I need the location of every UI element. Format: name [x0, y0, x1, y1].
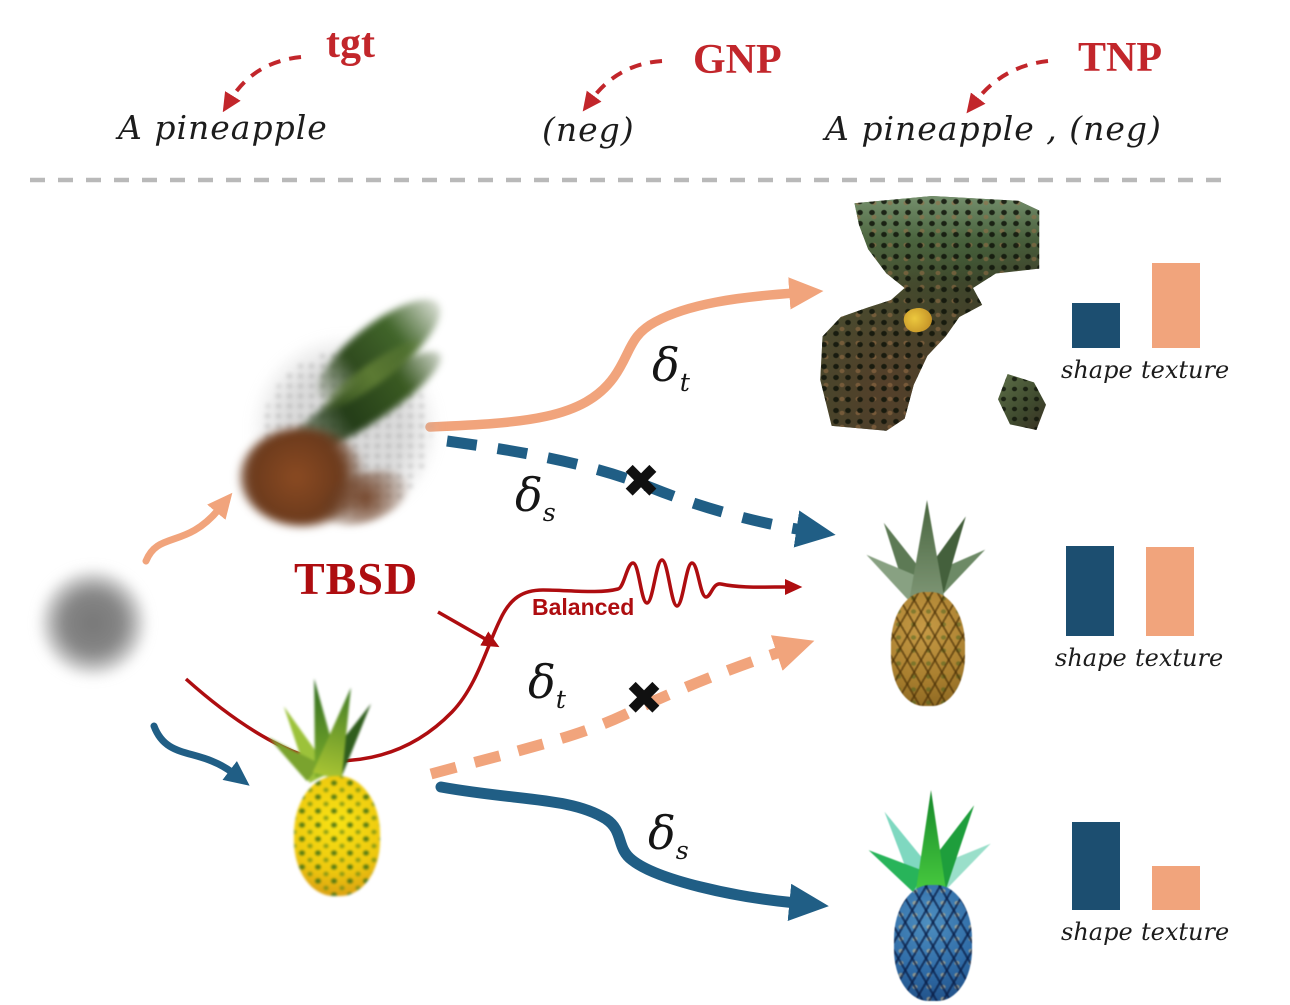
- texture-shard: [998, 374, 1046, 430]
- delta-symbol: δ: [648, 806, 676, 860]
- score-bar-labels: shape texture: [1061, 918, 1232, 946]
- pineapple-leaf: [910, 500, 944, 596]
- blocked-cross-icon: ✖: [621, 454, 661, 508]
- shape-label: shape: [1061, 356, 1133, 384]
- delta-subscript: s: [542, 498, 556, 528]
- shape-score-bar: [1066, 546, 1114, 636]
- pineapple-body: [894, 885, 972, 1001]
- tbsd-pointer-arrow: [437, 610, 500, 648]
- shape-delta-arrow-bottom: [435, 781, 829, 921]
- texture-label: texture: [1135, 644, 1224, 672]
- tgt-label: tgt: [326, 21, 375, 67]
- shape-branch-yellow-pineapple: [278, 678, 396, 900]
- balanced-label: Balanced: [532, 594, 635, 620]
- texture-score-bar: [1146, 547, 1194, 636]
- score-panel-shape-dominant: shape texture: [1061, 818, 1232, 946]
- gnp-label: GNP: [693, 37, 782, 83]
- noise-to-shape-branch-arrow: [150, 722, 250, 786]
- shape-delta-arrow-top-blocked: [446, 435, 836, 548]
- pineapple-body: [891, 592, 965, 706]
- delta-t-bottom-label: δt: [528, 655, 566, 714]
- texture-delta-arrow-top: [425, 277, 824, 432]
- gaussian-noise-blob: [40, 570, 146, 676]
- texture-label: texture: [1141, 356, 1230, 384]
- tgt-pointer-arrow: [222, 55, 302, 113]
- tnp-prompt-text: A pineapple , (neg): [825, 109, 1162, 148]
- noise-to-texture-branch-arrow: [142, 492, 233, 565]
- score-bars: [1072, 818, 1232, 910]
- gnp-pointer-arrow: [582, 59, 663, 112]
- delta-subscript: t: [555, 685, 566, 715]
- shape-label: shape: [1055, 644, 1127, 672]
- pineapple-leaf: [916, 790, 946, 890]
- shape-label: shape: [1061, 918, 1133, 946]
- score-bars: [1072, 256, 1232, 348]
- score-panel-balanced: shape texture: [1055, 544, 1226, 672]
- texture-only-result-image: [818, 196, 1046, 438]
- shape-score-bar: [1072, 822, 1120, 910]
- tnp-pointer-arrow: [966, 59, 1049, 114]
- delta-s-top-label: δs: [515, 468, 556, 527]
- blocked-cross-icon: ✖: [624, 671, 664, 725]
- score-bar-labels: shape texture: [1055, 644, 1226, 672]
- texture-score-bar: [1152, 263, 1200, 348]
- delta-t-top-label: δt: [652, 338, 690, 397]
- score-bars: [1066, 544, 1226, 636]
- balanced-result-pineapple: [878, 500, 978, 712]
- gnp-prompt-text: (neg): [542, 110, 635, 149]
- shape-score-bar: [1072, 303, 1120, 348]
- delta-symbol: δ: [652, 338, 680, 392]
- delta-symbol: δ: [515, 468, 543, 522]
- delta-s-bottom-label: δs: [648, 806, 689, 865]
- texture-branch-intermediate-image: [240, 283, 455, 536]
- tnp-label: TNP: [1078, 35, 1162, 81]
- texture-score-bar: [1152, 866, 1200, 910]
- delta-subscript: t: [679, 368, 690, 398]
- tbsd-label: TBSD: [294, 553, 419, 604]
- tbsd-balanced-curve: [184, 558, 803, 763]
- delta-symbol: δ: [528, 655, 556, 709]
- delta-subscript: s: [675, 836, 689, 866]
- score-bar-labels: shape texture: [1061, 356, 1232, 384]
- pineapple-body: [294, 776, 380, 896]
- tgt-prompt-text: A pineapple: [118, 108, 328, 147]
- texture-delta-arrow-bottom-blocked: [429, 635, 815, 780]
- shape-only-result-pineapple: [880, 790, 986, 1005]
- score-panel-texture-dominant: shape texture: [1061, 256, 1232, 384]
- texture-label: texture: [1141, 918, 1230, 946]
